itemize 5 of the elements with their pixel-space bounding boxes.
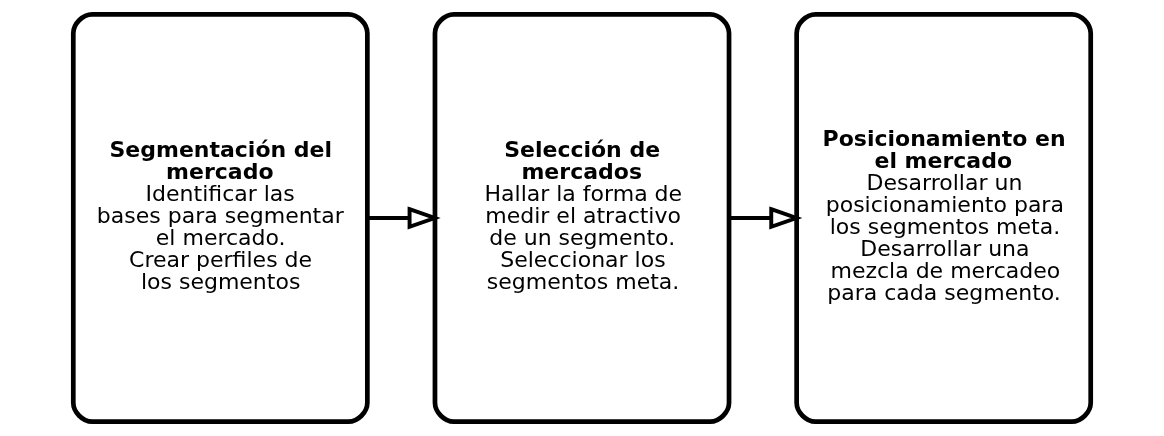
node-box: Segmentación del mercado Identificar las bases para segmentar el mercado. Crear perfiles de los segmentos <box>70 12 370 424</box>
node-box: Posicionamiento en el mercado Desarrollar un posicionamiento para los segmentos meta. Desarrollar una mezcla de mercadeo para cada segmento. <box>794 12 1094 424</box>
arrow <box>729 206 803 230</box>
node-box: Selección de mercados Hallar la forma de medir el atractivo de un segmento. Seleccionar los segmentos meta. <box>432 12 732 424</box>
arrow <box>367 206 441 230</box>
